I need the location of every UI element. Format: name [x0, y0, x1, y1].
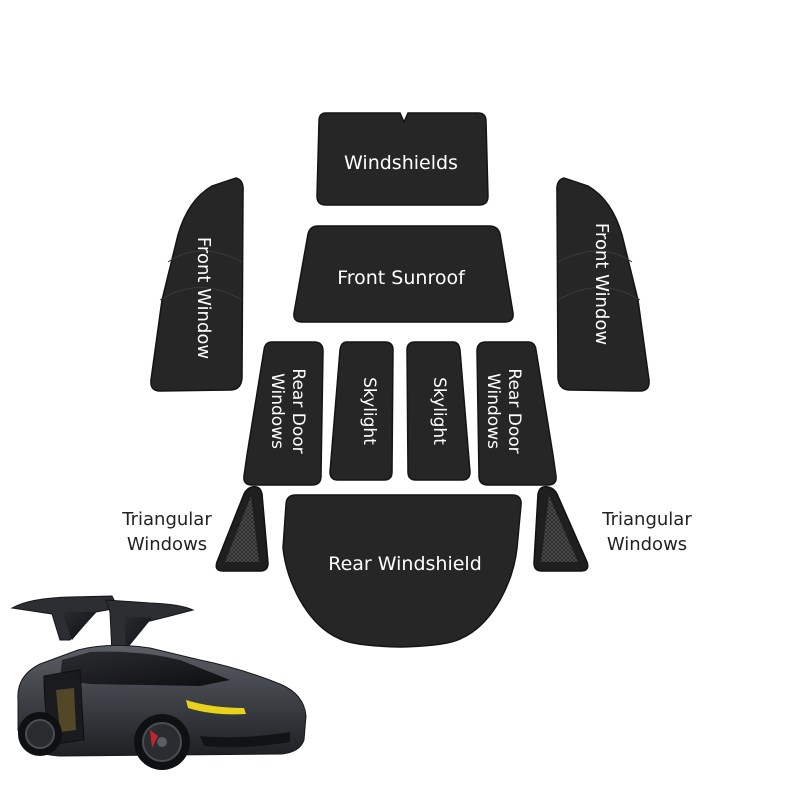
- front-window-left-label: Front Window: [193, 237, 214, 359]
- triangular-windows-left-label-line2: Windows: [127, 534, 207, 555]
- front-window-right-panel: Front Window: [556, 177, 650, 392]
- front-sunroof-panel: Front Sunroof: [293, 225, 514, 323]
- rear-door-windows-right-label-line1: Rear Door: [504, 368, 524, 453]
- skylight-left-panel: Skylight: [329, 341, 394, 481]
- suv-falcon-wing-doors-icon: [10, 595, 307, 770]
- triangular-windows-right-label-line1: Triangular: [601, 509, 692, 530]
- rear-door-windows-left-label-line2: Windows: [267, 373, 287, 449]
- rear-windshield-label: Rear Windshield: [328, 553, 482, 575]
- rear-door-windows-left-panel: Rear Door Windows: [243, 341, 324, 486]
- skylight-left-label: Skylight: [359, 377, 379, 445]
- rear-windshield-panel: Rear Windshield: [282, 494, 522, 648]
- triangular-window-left-panel: [215, 485, 269, 572]
- windshields-label: Windshields: [344, 152, 458, 174]
- skylight-right-panel: Skylight: [406, 341, 471, 481]
- front-window-right-label: Front Window: [591, 223, 612, 345]
- skylight-right-label: Skylight: [429, 377, 449, 445]
- rear-door-windows-right-label-line2: Windows: [483, 373, 503, 449]
- triangular-windows-left-label-line1: Triangular: [121, 509, 212, 530]
- triangular-window-right-panel: [533, 485, 589, 572]
- windshields-panel: Windshields: [316, 112, 489, 206]
- triangular-windows-right-label-line2: Windows: [607, 534, 687, 555]
- front-sunroof-label: Front Sunroof: [337, 267, 466, 289]
- rear-door-windows-right-panel: Rear Door Windows: [476, 341, 557, 486]
- rear-door-windows-left-label-line1: Rear Door: [288, 368, 308, 453]
- front-window-left-panel: Front Window: [150, 177, 244, 392]
